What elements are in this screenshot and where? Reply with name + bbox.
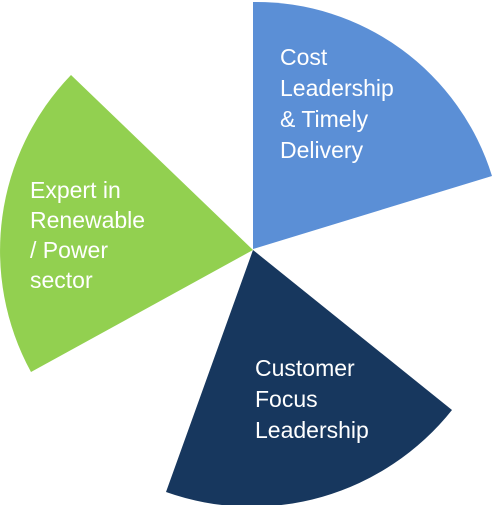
segment-label-line: Delivery: [280, 137, 364, 163]
segment-label-line: Customer: [255, 355, 355, 381]
segment-label-line: & Timely: [280, 106, 369, 132]
segment-label-expert-renewable: Expert in Renewable / Power sector: [30, 177, 145, 293]
segment-label-line: Leadership: [280, 75, 394, 101]
segment-customer-focus: [166, 250, 452, 505]
segment-cost-leadership: [253, 1, 492, 250]
segment-label-line: / Power: [30, 237, 108, 263]
segment-expert-renewable: [0, 75, 253, 372]
segment-label-line: Cost: [280, 44, 328, 70]
segment-label-line: Expert in: [30, 177, 121, 203]
segment-label-line: Renewable: [30, 207, 145, 233]
segment-label-line: Focus: [255, 386, 318, 412]
segment-label-line: sector: [30, 267, 93, 293]
segment-label-line: Leadership: [255, 417, 369, 443]
